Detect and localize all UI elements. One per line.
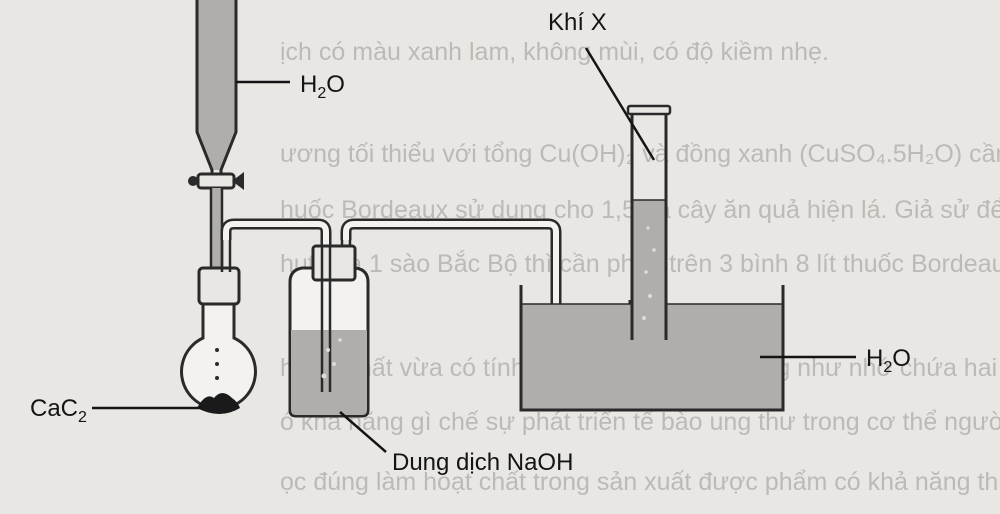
label-water-top: H2O <box>300 71 345 102</box>
background-text-line: ọc đúng làm hoạt chất trong sản xuất đượ… <box>280 468 1000 496</box>
label-water-right: H2O <box>866 345 911 376</box>
funnel-water-cone <box>197 132 236 170</box>
calcium-carbide-solid <box>197 393 240 414</box>
label-gas-x: Khí X <box>548 9 607 36</box>
leader-lines <box>92 47 856 453</box>
label-calcium-carbide: CaC2 <box>30 395 87 426</box>
stopcock <box>188 172 244 190</box>
label-naoh-solution: Dung dịch NaOH <box>392 449 573 476</box>
background-text-line: ịch có màu xanh lam, không mùi, có độ ki… <box>280 38 829 66</box>
round-bottom-flask <box>180 232 257 414</box>
wash-bottle <box>288 236 370 418</box>
funnel-water <box>197 0 236 132</box>
dropping-funnel <box>188 0 244 345</box>
background-text-line: ương tối thiểu với tổng Cu(OH)₂ và đồng … <box>280 140 1000 168</box>
gas-collection-tube <box>626 104 672 340</box>
background-text-line: ó khả năng gì chế sự phát triển tế bào u… <box>280 408 1000 436</box>
